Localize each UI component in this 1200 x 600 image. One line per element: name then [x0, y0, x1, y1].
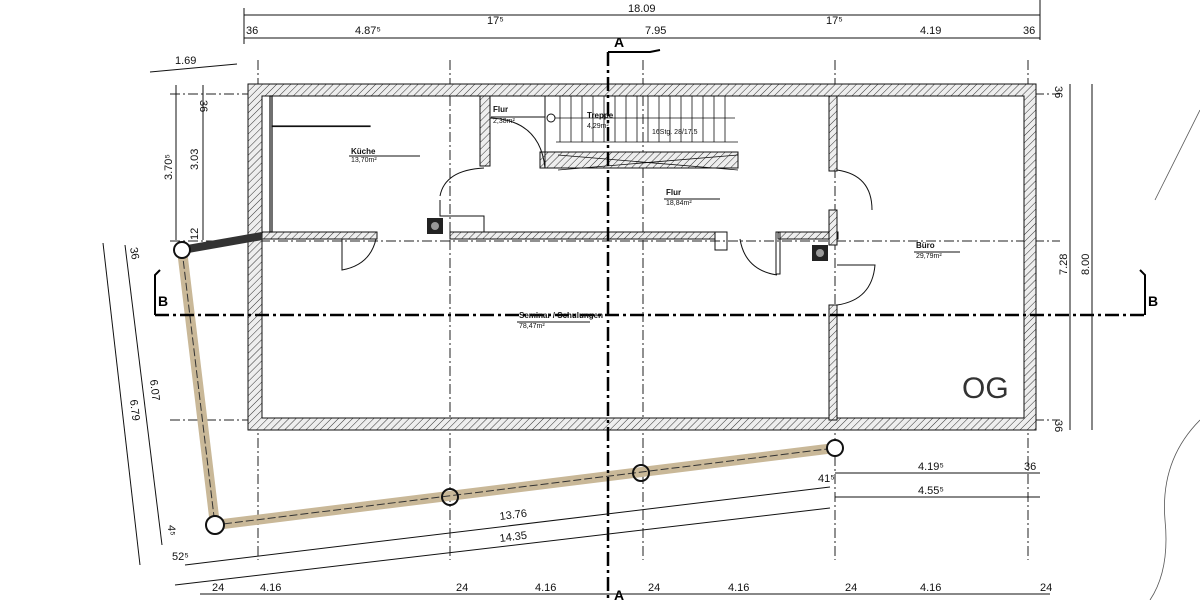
column-icon: [205, 515, 225, 535]
column-icon: [173, 241, 191, 259]
staircase: [546, 96, 739, 171]
room-seminar: Seminar / Schulungen 78,47m²: [517, 311, 603, 330]
svg-text:52⁵: 52⁵: [172, 551, 189, 563]
dimension-lines: [102, 0, 1093, 595]
section-a-label: A: [614, 34, 624, 50]
svg-text:36: 36: [127, 246, 141, 260]
section-b-label-right: B: [1148, 293, 1158, 309]
svg-text:4.16: 4.16: [920, 582, 941, 594]
balcony-structure: [173, 232, 844, 535]
svg-text:6.79: 6.79: [127, 399, 142, 422]
svg-text:36: 36: [197, 100, 209, 112]
svg-text:36: 36: [1024, 461, 1036, 473]
svg-text:3.70⁵: 3.70⁵: [163, 154, 175, 180]
svg-text:36: 36: [1052, 420, 1064, 432]
svg-text:Flur: Flur: [666, 188, 681, 197]
svg-text:1.69: 1.69: [175, 55, 196, 67]
column-icon: [632, 464, 650, 482]
svg-text:29,79m²: 29,79m²: [916, 253, 942, 260]
room-buero: Büro 29,79m²: [914, 241, 960, 260]
svg-text:36: 36: [1023, 25, 1035, 37]
svg-text:18,84m²: 18,84m²: [666, 200, 692, 207]
svg-text:24: 24: [648, 582, 660, 594]
svg-text:Küche: Küche: [351, 147, 376, 156]
room-flur: Flur 18,84m²: [664, 188, 720, 207]
dimension-texts: 18.09 36 4.87⁵ 17⁵ 7.95 17⁵ 4.19 36 1.69…: [127, 3, 1092, 594]
svg-text:41⁵: 41⁵: [818, 473, 835, 485]
svg-text:4⁵: 4⁵: [165, 525, 177, 536]
svg-text:Flur: Flur: [493, 105, 508, 114]
svg-text:2,38m²: 2,38m²: [493, 118, 515, 125]
chimney-icons: [427, 218, 828, 261]
svg-text:4.55⁵: 4.55⁵: [918, 485, 944, 497]
svg-text:13.76: 13.76: [499, 508, 528, 523]
svg-text:3.03: 3.03: [189, 149, 201, 170]
svg-text:13,70m²: 13,70m²: [351, 157, 377, 164]
svg-text:14.35: 14.35: [499, 530, 528, 545]
svg-text:4,29m²: 4,29m²: [587, 123, 609, 130]
svg-text:4.19: 4.19: [920, 25, 941, 37]
svg-text:12: 12: [189, 228, 201, 240]
stair-note: 16Stg. 28/17.5: [652, 129, 698, 136]
svg-text:8.00: 8.00: [1080, 254, 1092, 275]
svg-text:36: 36: [246, 25, 258, 37]
column-icon: [826, 439, 844, 457]
svg-text:Seminar / Schulungen: Seminar / Schulungen: [519, 311, 603, 320]
svg-text:Treppe: Treppe: [587, 111, 614, 120]
doors: [341, 117, 876, 306]
svg-text:24: 24: [212, 582, 224, 594]
svg-text:78,47m²: 78,47m²: [519, 323, 545, 330]
svg-text:17⁵: 17⁵: [826, 15, 843, 27]
svg-text:7.95: 7.95: [645, 25, 666, 37]
svg-text:24: 24: [845, 582, 857, 594]
svg-text:4.16: 4.16: [728, 582, 749, 594]
room-flur-small: Flur 2,38m²: [491, 105, 545, 125]
svg-text:6.07: 6.07: [147, 379, 162, 402]
svg-text:Büro: Büro: [916, 241, 935, 250]
section-b-label-left: B: [158, 293, 168, 309]
site-boundary: [1149, 109, 1200, 600]
svg-text:4.87⁵: 4.87⁵: [355, 25, 381, 37]
svg-text:7.28: 7.28: [1058, 254, 1070, 275]
svg-text:36: 36: [1052, 86, 1064, 98]
interior-walls: [261, 95, 839, 421]
svg-text:17⁵: 17⁵: [487, 15, 504, 27]
room-treppe: Treppe 4,29m²: [587, 111, 614, 130]
svg-text:24: 24: [1040, 582, 1052, 594]
svg-text:4.16: 4.16: [535, 582, 556, 594]
svg-text:4.16: 4.16: [260, 582, 281, 594]
svg-text:24: 24: [456, 582, 468, 594]
column-icon: [441, 488, 459, 506]
svg-text:4.19⁵: 4.19⁵: [918, 461, 944, 473]
floor-label: OG: [962, 372, 1009, 405]
svg-text:18.09: 18.09: [628, 3, 656, 15]
